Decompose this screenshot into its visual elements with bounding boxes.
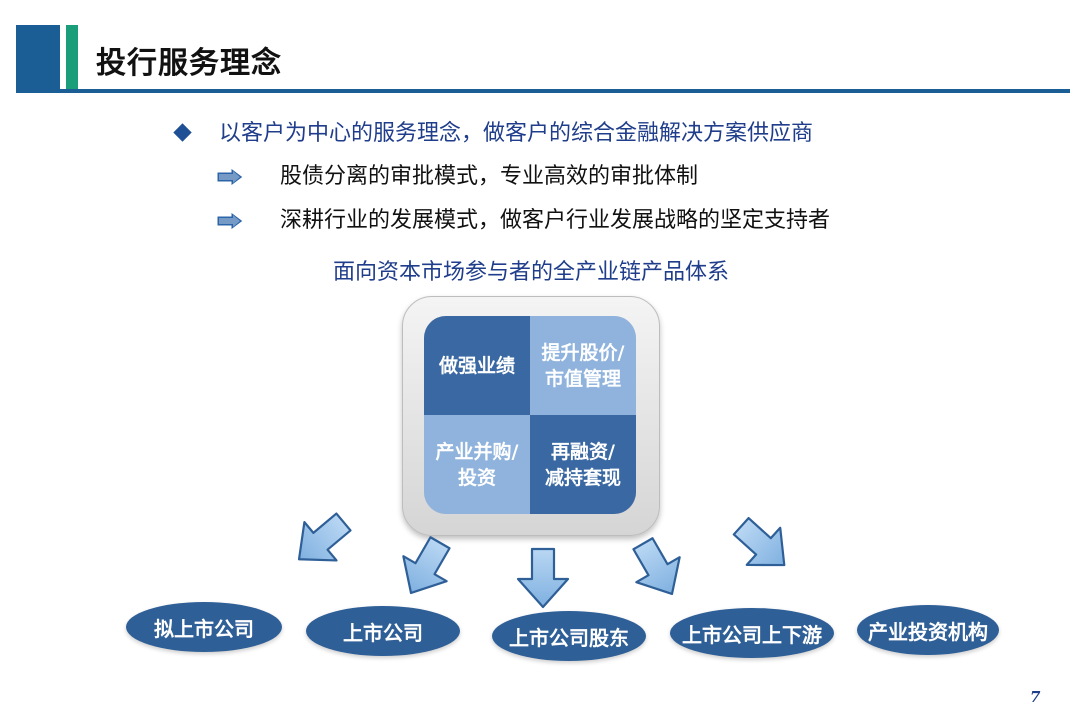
product-matrix: 做强业绩 提升股价/ 市值管理 产业并购/ 投资 再融资/ 减持套现 bbox=[424, 316, 636, 514]
sub-bullet-text: 深耕行业的发展模式，做客户行业发展战略的坚定支持者 bbox=[280, 208, 831, 233]
sub-bullet: 股债分离的审批模式，专业高效的审批体制 bbox=[216, 158, 698, 190]
matrix-cell-refinancing: 再融资/ 减持套现 bbox=[530, 415, 636, 514]
header-accent-stripe bbox=[66, 25, 78, 89]
matrix-cell-mna: 产业并购/ 投资 bbox=[424, 415, 530, 514]
matrix-cell-label: 再融资/ bbox=[551, 440, 615, 463]
matrix-cell-label: 产业并购/ bbox=[435, 440, 519, 463]
arrow-down-left-icon bbox=[388, 529, 463, 607]
matrix-cell-label: 市值管理 bbox=[544, 367, 621, 390]
target-shareholders: 上市公司股东 bbox=[492, 611, 646, 661]
page-number: 7 bbox=[1030, 688, 1041, 706]
arrow-down-right-icon bbox=[620, 530, 695, 608]
page-title: 投行服务理念 bbox=[96, 46, 282, 81]
matrix-cell-performance: 做强业绩 bbox=[424, 316, 530, 415]
target-supply-chain: 上市公司上下游 bbox=[670, 608, 834, 658]
arrow-right-icon bbox=[216, 211, 244, 231]
matrix-cell-label: 提升股价/ bbox=[541, 341, 625, 364]
sub-bullet: 深耕行业的发展模式，做客户行业发展战略的坚定支持者 bbox=[216, 202, 830, 234]
section-subtitle: 面向资本市场参与者的全产业链产品体系 bbox=[332, 260, 729, 285]
matrix-cell-market-value: 提升股价/ 市值管理 bbox=[530, 316, 636, 415]
arrow-down-right-icon bbox=[723, 506, 803, 585]
arrow-down-left-icon bbox=[281, 501, 361, 580]
target-listed-companies: 上市公司 bbox=[306, 606, 460, 656]
matrix-cell-label: 减持套现 bbox=[544, 466, 621, 489]
matrix-cell-label: 做强业绩 bbox=[438, 354, 515, 377]
arrow-down-icon bbox=[516, 547, 570, 609]
main-bullet: 以客户为中心的服务理念，做客户的综合金融解决方案供应商 bbox=[172, 115, 813, 147]
arrow-right-icon bbox=[216, 167, 244, 187]
main-bullet-text: 以客户为中心的服务理念，做客户的综合金融解决方案供应商 bbox=[219, 121, 814, 146]
target-pre-ipo-companies: 拟上市公司 bbox=[126, 602, 282, 652]
target-industry-investors: 产业投资机构 bbox=[857, 605, 999, 655]
header-divider bbox=[16, 89, 1070, 93]
sub-bullet-text: 股债分离的审批模式，专业高效的审批体制 bbox=[280, 164, 699, 189]
matrix-cell-label: 投资 bbox=[457, 466, 496, 489]
header-accent-bar bbox=[16, 25, 60, 89]
